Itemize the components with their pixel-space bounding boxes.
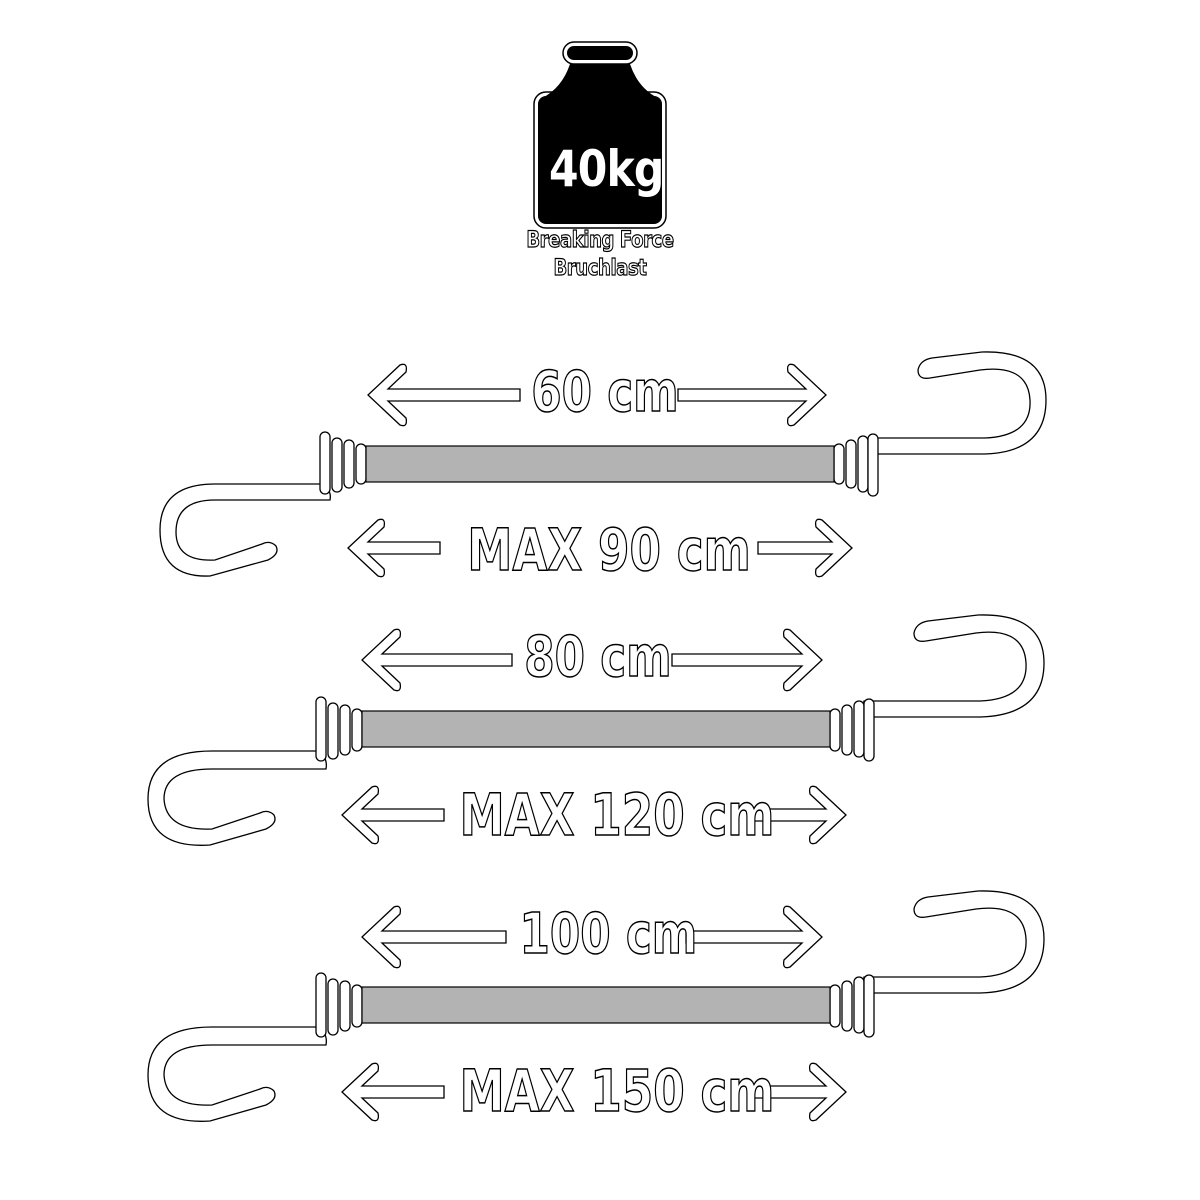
bungee-cord-icon	[147, 614, 1045, 846]
unstretched-length-label: 60 cm	[531, 359, 680, 426]
max-stretch-label: MAX 150 cm	[459, 1056, 775, 1126]
cord-set-60: 60 cm MAX 90 cm	[0, 340, 1200, 600]
cord-set-80: 80 cm MAX 120 cm	[0, 605, 1200, 865]
max-stretch-label: MAX 120 cm	[459, 780, 775, 850]
breaking-force-value: 40kg	[549, 140, 664, 198]
bruchlast-label: Bruchlast	[553, 255, 647, 281]
bungee-cord-icon	[147, 890, 1045, 1122]
weight-icon	[533, 41, 667, 229]
cord-set-100: 100 cm MAX 150 cm	[0, 885, 1200, 1145]
unstretched-length-label: 100 cm	[519, 901, 698, 968]
breaking-force-label: Breaking Force	[526, 227, 675, 253]
max-stretch-label: MAX 90 cm	[467, 515, 752, 585]
bungee-cord-icon	[159, 351, 1047, 578]
unstretched-length-label: 80 cm	[524, 624, 673, 691]
